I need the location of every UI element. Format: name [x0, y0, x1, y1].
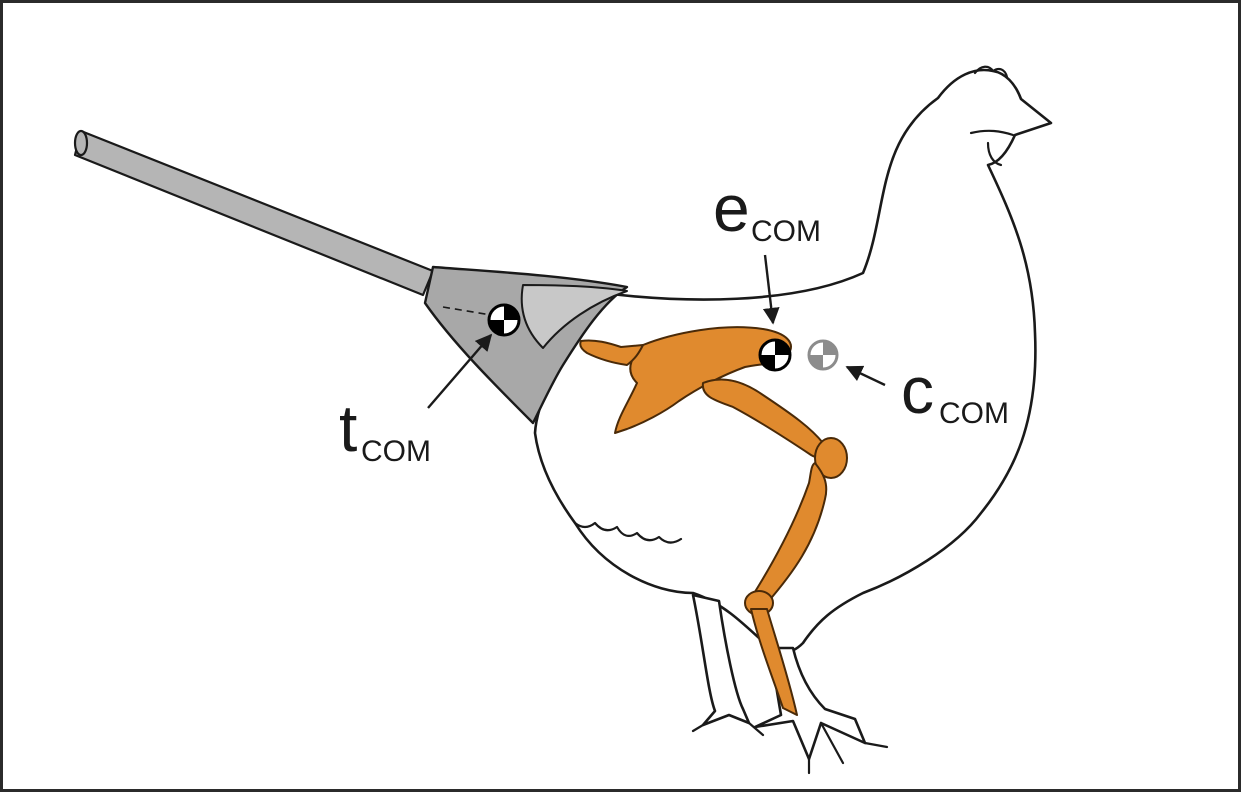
svg-text:t: t [339, 391, 357, 465]
svg-text:c: c [901, 353, 934, 427]
svg-text:COM: COM [361, 435, 431, 468]
svg-text:e: e [713, 171, 750, 245]
tail-rod [75, 131, 433, 295]
com-marker-icon [809, 341, 837, 369]
label-t-com: t COM [339, 391, 431, 468]
tail-rod-end [75, 131, 87, 155]
com-marker-icon [760, 340, 790, 370]
chicken-toe-left [693, 723, 763, 735]
svg-text:COM: COM [939, 397, 1009, 430]
chicken-tail-diagram: e COM c COM t COM [3, 3, 1241, 795]
label-e-com: e COM [713, 171, 821, 248]
com-marker-icon [489, 305, 519, 335]
svg-text:COM: COM [751, 215, 821, 248]
